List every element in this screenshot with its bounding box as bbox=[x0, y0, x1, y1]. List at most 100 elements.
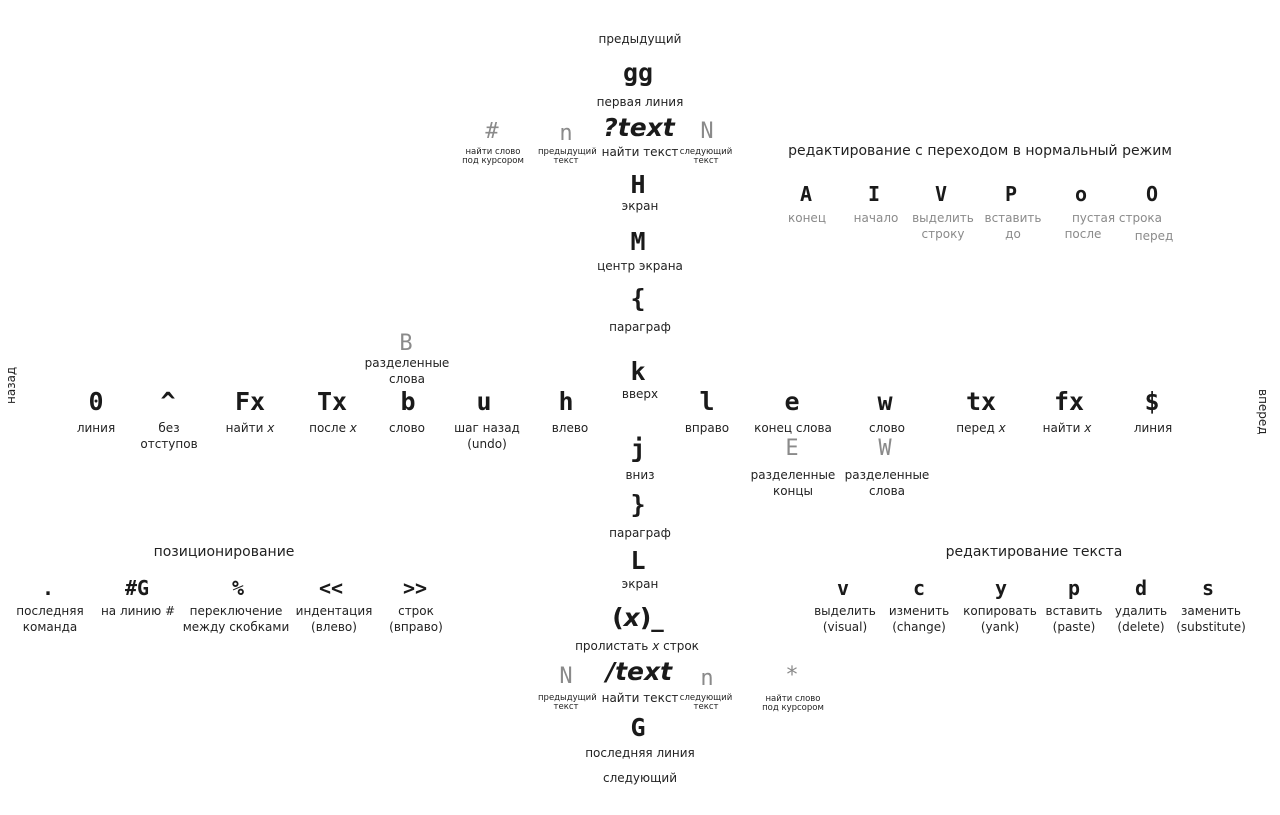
position-section-title: позиционирование bbox=[153, 544, 295, 560]
goto-line-label: на линию # bbox=[100, 604, 176, 618]
N-prev-key: N bbox=[559, 664, 573, 689]
gg-key: gg bbox=[622, 58, 654, 87]
u-label: шаг назад (undo) bbox=[454, 421, 520, 451]
V-key: V bbox=[934, 182, 948, 206]
Fx-label-var: x bbox=[267, 421, 275, 435]
n-prev-key: n bbox=[559, 121, 573, 146]
y-key: y bbox=[994, 576, 1008, 600]
fx-label-text: найти bbox=[1042, 421, 1081, 435]
search-back-prefix: ? bbox=[603, 113, 618, 142]
search-fwd-word: text bbox=[615, 657, 673, 686]
p-label: вставить (paste) bbox=[1045, 604, 1103, 634]
scroll-var: x bbox=[623, 603, 640, 632]
n-next-key: n bbox=[700, 666, 714, 691]
scroll-label: пролистать x строк bbox=[575, 638, 699, 654]
k-label: вверх bbox=[621, 387, 659, 401]
L-label: экран bbox=[621, 577, 659, 591]
scroll-close: )_ bbox=[639, 603, 664, 632]
A-label: конец bbox=[788, 211, 826, 225]
M-key: M bbox=[630, 227, 646, 256]
zero-label: линия bbox=[76, 421, 116, 435]
brace-open-label: параграф bbox=[609, 320, 671, 334]
right-end-label: вперед bbox=[1256, 389, 1270, 435]
dot-key: . bbox=[41, 576, 55, 600]
d-key: d bbox=[1134, 576, 1148, 600]
j-key: j bbox=[630, 434, 646, 463]
e-label: конец слова bbox=[754, 421, 832, 435]
hash-label: найти слово под курсором bbox=[462, 147, 524, 166]
v-label: выделить (visual) bbox=[814, 604, 876, 634]
tx-key: tx bbox=[965, 387, 997, 416]
Fx-label: найти x bbox=[226, 420, 275, 436]
prev-caption: предыдущий bbox=[598, 32, 682, 46]
A-key: A bbox=[799, 182, 813, 206]
search-back-label: найти текст bbox=[601, 145, 679, 159]
G-label: последняя линия bbox=[585, 746, 695, 760]
Tx-label-text: после bbox=[309, 421, 346, 435]
dollar-key: $ bbox=[1144, 387, 1160, 416]
O-key: O bbox=[1145, 182, 1159, 206]
indent-right-label: строк (вправо) bbox=[389, 604, 443, 634]
w-key: w bbox=[877, 387, 893, 416]
k-key: k bbox=[630, 357, 646, 386]
search-fwd-prefix: / bbox=[605, 657, 616, 686]
o-key: o bbox=[1074, 182, 1088, 206]
N-next-label: следующий текст bbox=[679, 147, 733, 166]
fx-label-var: x bbox=[1084, 421, 1092, 435]
o-label: после bbox=[1064, 227, 1102, 241]
H-label: экран bbox=[621, 199, 659, 213]
h-label: влево bbox=[551, 421, 589, 435]
I-key: I bbox=[867, 182, 881, 206]
b-key: b bbox=[400, 387, 416, 416]
Fx-key: Fx bbox=[234, 387, 266, 416]
c-key: c bbox=[912, 576, 926, 600]
E-key: E bbox=[785, 436, 799, 461]
percent-key: % bbox=[231, 576, 245, 600]
dot-label: последняя команда bbox=[16, 604, 84, 634]
search-fwd-label: найти текст bbox=[601, 691, 679, 705]
scroll-open: ( bbox=[612, 603, 624, 632]
u-key: u bbox=[476, 387, 492, 416]
E-label: разделенные концы bbox=[750, 468, 836, 498]
L-key: L bbox=[630, 546, 646, 575]
tx-label-text: перед bbox=[956, 421, 995, 435]
p-key: p bbox=[1067, 576, 1081, 600]
goto-line-key: #G bbox=[124, 576, 150, 600]
next-caption: следующий bbox=[602, 771, 678, 785]
G-key: G bbox=[630, 713, 646, 742]
M-label: центр экрана bbox=[597, 259, 683, 273]
Fx-label-text: найти bbox=[225, 421, 264, 435]
search-back-key: ?text bbox=[603, 113, 675, 143]
l-key: l bbox=[699, 387, 715, 416]
P-label: вставить до bbox=[984, 211, 1042, 241]
s-key: s bbox=[1201, 576, 1215, 600]
h-key: h bbox=[558, 387, 574, 416]
dollar-label: линия bbox=[1133, 421, 1173, 435]
fx-key: fx bbox=[1053, 387, 1085, 416]
W-label: разделенные слова bbox=[844, 468, 930, 498]
indent-right-key: >> bbox=[402, 576, 428, 600]
indent-left-label: индентация (влево) bbox=[295, 604, 373, 634]
hash-key: # bbox=[485, 119, 499, 144]
tx-label-var: x bbox=[998, 421, 1006, 435]
V-label: выделить строку bbox=[912, 211, 974, 241]
indent-left-key: << bbox=[318, 576, 344, 600]
scroll-label-text: пролистать bbox=[575, 639, 649, 653]
P-key: P bbox=[1004, 182, 1018, 206]
brace-close-key: } bbox=[630, 490, 646, 519]
N-next-key: N bbox=[700, 119, 714, 144]
y-label: копировать (yank) bbox=[963, 604, 1037, 634]
W-key: W bbox=[878, 436, 892, 461]
l-label: вправо bbox=[684, 421, 730, 435]
d-label: удалить (delete) bbox=[1114, 604, 1168, 634]
Tx-label-var: x bbox=[349, 421, 357, 435]
caret-key: ^ bbox=[160, 387, 176, 416]
star-label: найти слово под курсором bbox=[762, 694, 824, 713]
n-prev-label: предыдущий текст bbox=[538, 147, 597, 166]
scroll-label-var: x bbox=[652, 639, 660, 653]
star-key: * bbox=[785, 663, 799, 688]
b-label: слово bbox=[388, 421, 426, 435]
v-key: v bbox=[836, 576, 850, 600]
e-key: e bbox=[784, 387, 800, 416]
scroll-key: (x)_ bbox=[612, 603, 664, 633]
